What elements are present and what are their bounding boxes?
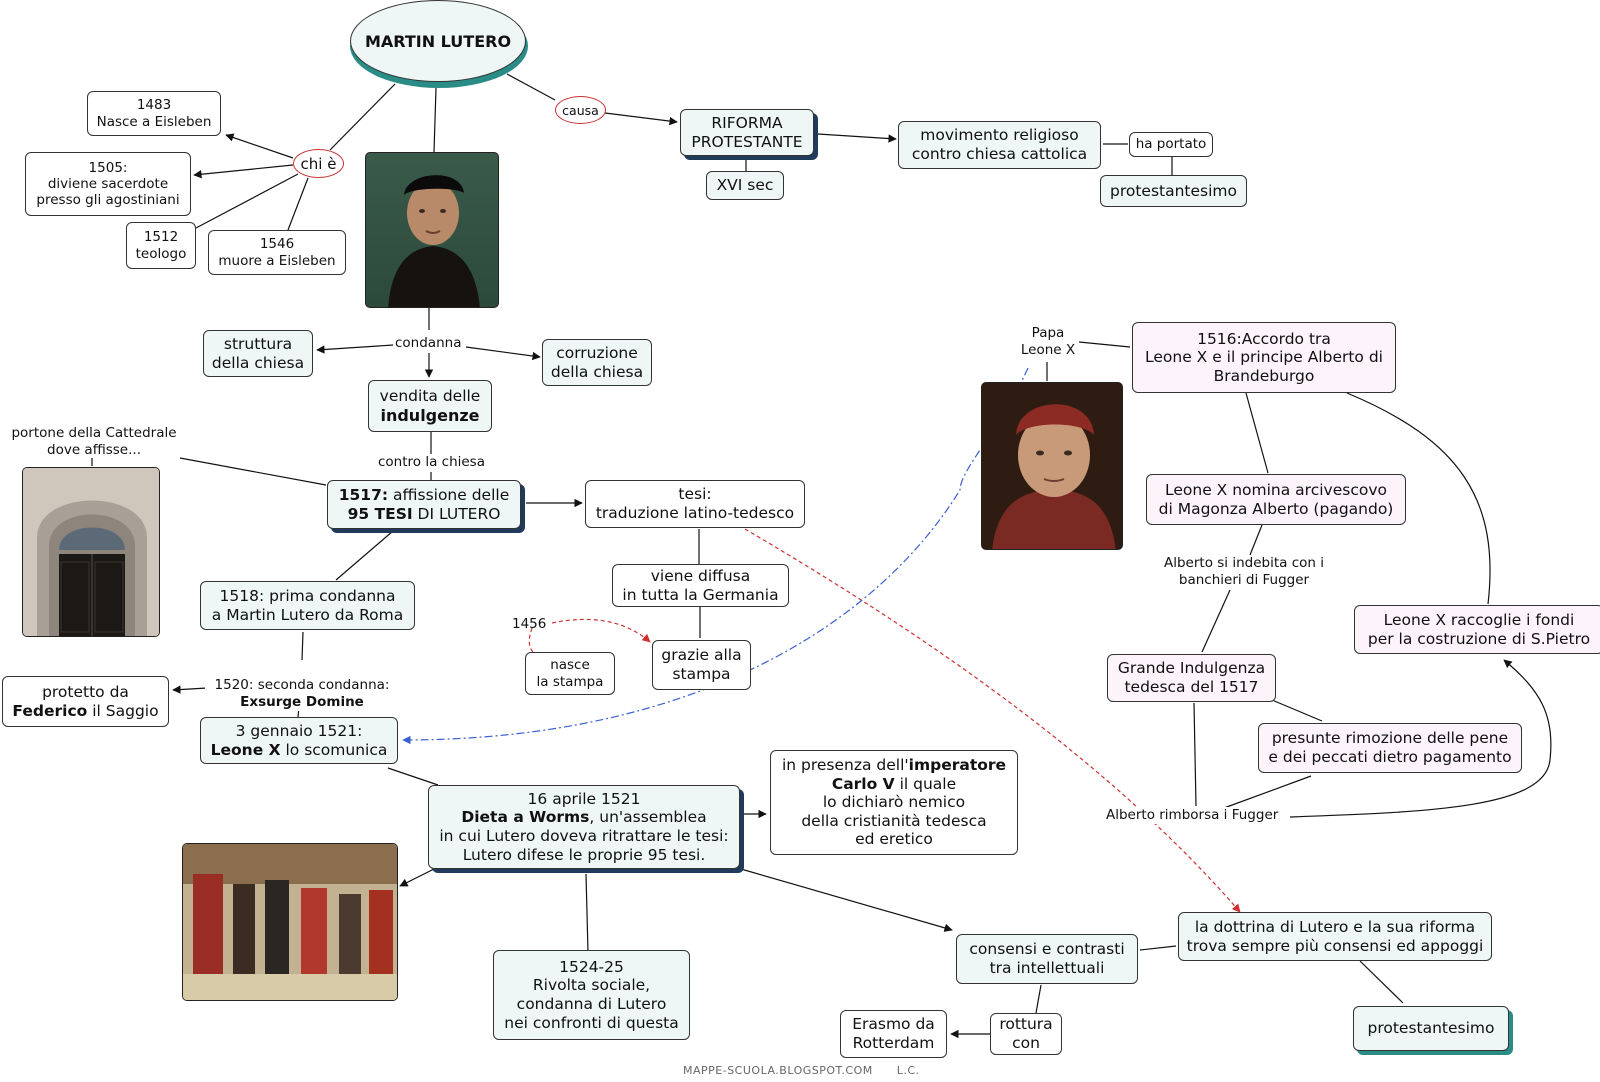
tesi-95-node: 1517: affissione delle 95 TESI DI LUTERO xyxy=(327,480,521,529)
struttura-chiesa-node: struttura della chiesa xyxy=(203,330,313,377)
portone-photo xyxy=(22,467,160,637)
riforma-protestante-node: RIFORMA PROTESTANTE xyxy=(680,109,814,156)
condanna-label: condanna xyxy=(393,335,464,352)
worms-painting xyxy=(182,843,398,1001)
chi-e-link-label: chi è xyxy=(293,149,344,178)
node-1512: 1512 teologo xyxy=(126,222,196,269)
node-1483: 1483 Nasce a Eisleben xyxy=(87,91,221,136)
grande-indulgenza-node: Grande Indulgenza tedesca del 1517 xyxy=(1107,654,1276,702)
footer-credit: MAPPE-SCUOLA.BLOGSPOT.COM L.C. xyxy=(683,1064,920,1077)
contro-chiesa-label: contro la chiesa xyxy=(376,454,487,471)
papa-leone-label: Papa Leone X xyxy=(1020,325,1076,358)
node-1505: 1505: diviene sacerdote presso gli agost… xyxy=(25,152,191,216)
year-1456-label: 1456 xyxy=(512,616,547,632)
rimborsa-label: Alberto rimborsa i Fugger xyxy=(1104,807,1281,824)
scomunica-node: 3 gennaio 1521: Leone X lo scomunica xyxy=(200,717,398,764)
raccoglie-fondi-node: Leone X raccoglie i fondi per la costruz… xyxy=(1354,605,1600,654)
grazie-stampa-node: grazie alla stampa xyxy=(652,640,751,690)
painting-art-icon xyxy=(183,844,397,1000)
lutero-portrait xyxy=(365,152,499,308)
xvi-sec-node: XVI sec xyxy=(706,171,784,200)
leone-x-portrait xyxy=(981,382,1123,550)
condanna-1520-label: 1520: seconda condanna:Exsurge Domine xyxy=(205,660,399,711)
consensi-node: consensi e contrasti tra intellettuali xyxy=(956,934,1138,984)
portone-art-icon xyxy=(23,468,159,636)
rimozione-node: presunte rimozione delle pene e dei pecc… xyxy=(1258,723,1522,773)
causa-link-label: causa xyxy=(555,96,606,124)
ha-portato-label: ha portato xyxy=(1129,132,1213,157)
rottura-node: rottura con xyxy=(990,1013,1062,1055)
federico-node: protetto da Federico il Saggio xyxy=(2,676,169,727)
dottrina-node: la dottrina di Lutero e la sua riforma t… xyxy=(1178,912,1492,961)
condanna-1518-node: 1518: prima condanna a Martin Lutero da … xyxy=(200,581,415,630)
nasce-stampa-node: nasce la stampa xyxy=(525,652,615,695)
diffusa-node: viene diffusa in tutta la Germania xyxy=(612,564,789,607)
portone-label: portone della Cattedrale dove affisse... xyxy=(11,425,177,458)
traduzione-node: tesi: traduzione latino-tedesco xyxy=(585,480,805,528)
erasmo-node: Erasmo da Rotterdam xyxy=(840,1010,947,1058)
title-node: MARTIN LUTERO xyxy=(350,0,526,82)
carlo-v-node: in presenza dell'imperatore Carlo V il q… xyxy=(770,750,1018,855)
movimento-religioso-node: movimento religioso contro chiesa cattol… xyxy=(898,121,1101,169)
dieta-worms-node: 16 aprile 1521 Dieta a Worms, un'assembl… xyxy=(428,785,740,869)
rivolta-node: 1524-25 Rivolta sociale, condanna di Lut… xyxy=(493,950,690,1040)
page-title: MARTIN LUTERO xyxy=(364,31,512,51)
protestantesimo-node: protestantesimo xyxy=(1100,175,1247,207)
nomina-node: Leone X nomina arcivescovo di Magonza Al… xyxy=(1146,474,1406,525)
accordo-1516-node: 1516:Accordo tra Leone X e il principe A… xyxy=(1132,322,1396,393)
indebita-label: Alberto si indebita con i banchieri di F… xyxy=(1164,555,1324,588)
vendita-indulgenze-node: vendita delle indulgenze xyxy=(368,380,492,432)
corruzione-chiesa-node: corruzione della chiesa xyxy=(542,339,652,386)
portrait-art-icon xyxy=(388,175,480,307)
leone-art-icon xyxy=(982,383,1122,549)
node-1546: 1546 muore a Eisleben xyxy=(208,230,346,275)
protestantesimo-final-node: protestantesimo xyxy=(1353,1006,1509,1051)
